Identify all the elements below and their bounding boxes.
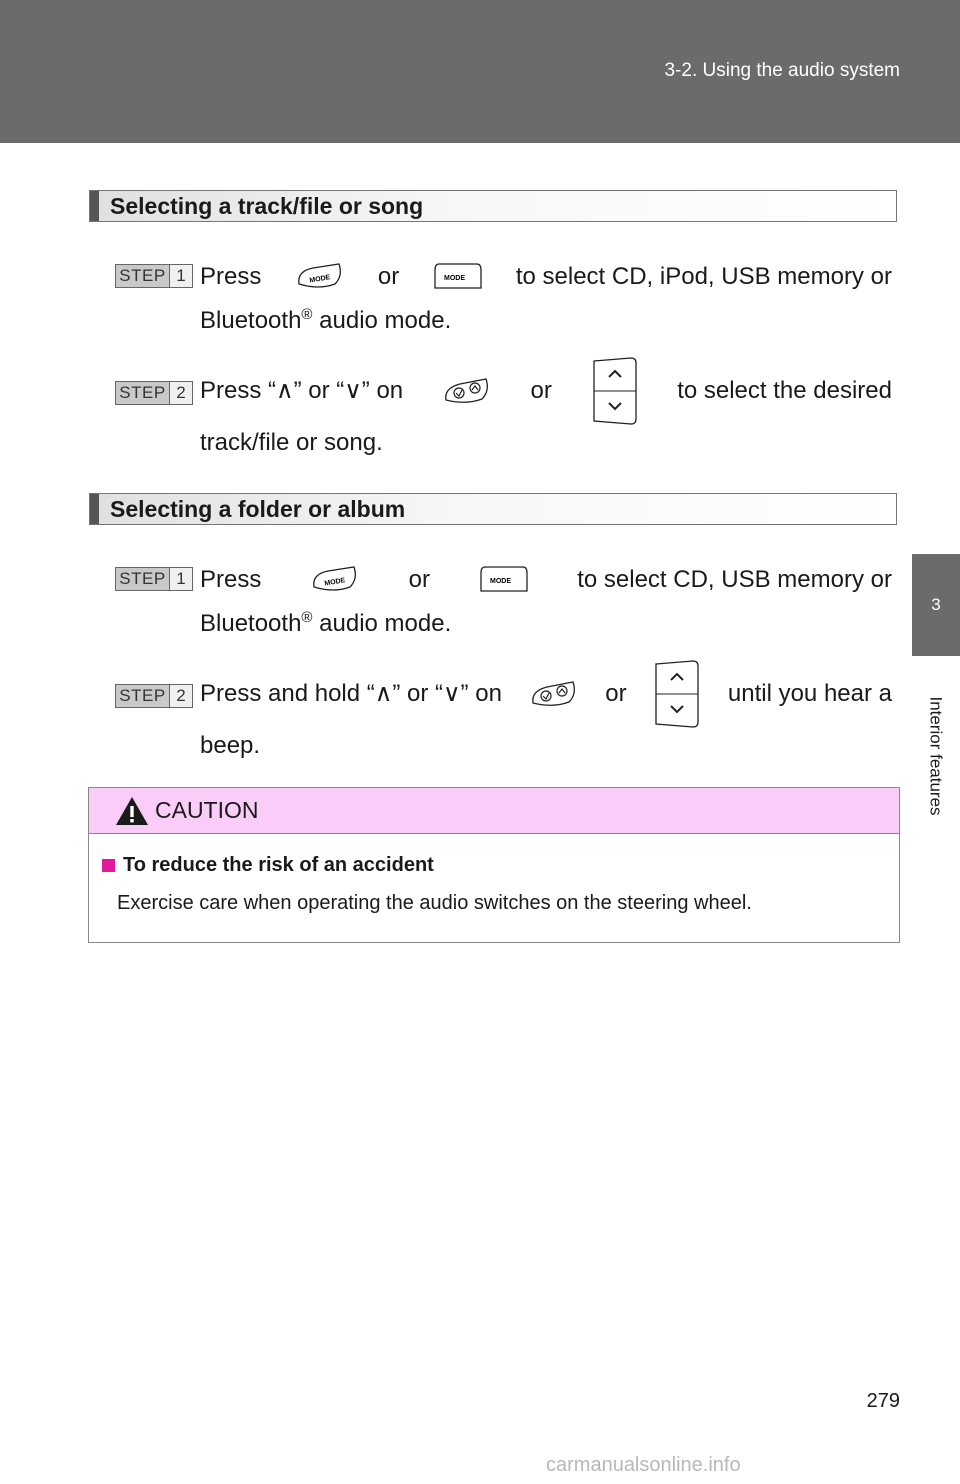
chapter-tab: 3 bbox=[912, 554, 960, 656]
step-word: STEP bbox=[119, 686, 166, 705]
watermark: carmanualsonline.info bbox=[546, 1454, 741, 1476]
step-text-lead: Press and hold “∧” or “∨” on bbox=[200, 680, 502, 707]
step-text-bluetooth: Bluetooth bbox=[200, 307, 302, 334]
step-line: Press MODE or MODE to select CD, iPod, U… bbox=[200, 262, 892, 292]
caution-header: CAUTION bbox=[89, 788, 899, 834]
svg-text:MODE: MODE bbox=[324, 577, 346, 588]
seek-switch-icon bbox=[444, 378, 488, 403]
step-line-2: track/file or song. bbox=[200, 428, 892, 458]
caution-title: CAUTION bbox=[155, 797, 259, 823]
step-text-rest: until you hear a bbox=[727, 680, 892, 707]
step-text-or: or bbox=[605, 680, 627, 707]
step-line: Press MODE or MODE to select CD, USB mem… bbox=[200, 565, 892, 595]
step-badge-2: STEP 2 bbox=[115, 684, 193, 708]
registered-mark: ® bbox=[301, 609, 313, 626]
step-text-press: Press bbox=[200, 566, 262, 593]
step-line: Press “∧” or “∨” on or to select the des… bbox=[200, 356, 892, 426]
step-line-2: Bluetooth® audio mode. bbox=[200, 609, 892, 639]
warning-triangle-icon bbox=[116, 796, 148, 825]
step-text-or: or bbox=[530, 377, 552, 404]
seek-switch-icon bbox=[531, 681, 575, 706]
step-number: 1 bbox=[169, 568, 192, 590]
step-text-press: Press bbox=[200, 263, 262, 290]
caution-body: Exercise care when operating the audio s… bbox=[117, 892, 752, 914]
svg-text:MODE: MODE bbox=[309, 274, 331, 285]
step-text-rest: to select the desired bbox=[677, 377, 892, 404]
registered-mark: ® bbox=[301, 306, 313, 323]
mode-button-icon: MODE bbox=[479, 566, 528, 592]
section-heading-track: Selecting a track/file or song bbox=[89, 190, 897, 222]
section-heading-text: Selecting a track/file or song bbox=[110, 192, 424, 219]
chapter-label-container: Interior features bbox=[912, 656, 960, 856]
step-badge-1: STEP 1 bbox=[115, 264, 193, 288]
mode-button-icon: MODE bbox=[313, 566, 356, 591]
step-line-2: beep. bbox=[200, 731, 892, 761]
caution-box: CAUTION To reduce the risk of an acciden… bbox=[88, 787, 900, 943]
step-number: 2 bbox=[169, 382, 192, 404]
step-text-audio-mode: audio mode. bbox=[312, 610, 452, 637]
step-word: STEP bbox=[119, 383, 166, 402]
step-number: 2 bbox=[169, 685, 192, 707]
step-word: STEP bbox=[119, 569, 166, 588]
up-down-switch-icon bbox=[655, 660, 699, 728]
caution-subheading: To reduce the risk of an accident bbox=[102, 854, 434, 877]
step-text-beep: beep. bbox=[200, 732, 261, 759]
page-number: 279 bbox=[866, 1390, 900, 1412]
svg-text:MODE: MODE bbox=[444, 275, 465, 282]
step-text-lead: Press “∧” or “∨” on bbox=[200, 377, 404, 404]
chapter-number: 3 bbox=[931, 595, 941, 614]
caution-subheading-text: To reduce the risk of an accident bbox=[123, 854, 434, 876]
section-heading-folder: Selecting a folder or album bbox=[89, 493, 897, 525]
step-number: 1 bbox=[169, 265, 192, 287]
step-text-rest: to select CD, USB memory or bbox=[577, 566, 892, 593]
step-text-rest: to select CD, iPod, USB memory or bbox=[515, 263, 892, 290]
header-title: 3-2. Using the audio system bbox=[664, 60, 900, 81]
step-line: Press and hold “∧” or “∨” on or until yo… bbox=[200, 659, 892, 729]
mode-button-icon: MODE bbox=[433, 263, 482, 289]
bullet-square-icon bbox=[102, 859, 115, 872]
up-down-switch-icon bbox=[592, 357, 637, 425]
step-badge-2: STEP 2 bbox=[115, 381, 193, 405]
svg-text:MODE: MODE bbox=[490, 578, 511, 585]
chapter-label: Interior features bbox=[927, 696, 946, 816]
step-line-2: Bluetooth® audio mode. bbox=[200, 306, 892, 336]
step-text-bluetooth: Bluetooth bbox=[200, 610, 302, 637]
step-text-or: or bbox=[408, 566, 430, 593]
page-header: 3-2. Using the audio system bbox=[0, 0, 960, 143]
step-word: STEP bbox=[119, 266, 166, 285]
step-badge-1: STEP 1 bbox=[115, 567, 193, 591]
step-text-audio-mode: audio mode. bbox=[312, 307, 452, 334]
step-text-or: or bbox=[377, 263, 400, 290]
step-text-track: track/file or song. bbox=[200, 429, 383, 456]
mode-button-icon: MODE bbox=[297, 263, 341, 288]
section-heading-text: Selecting a folder or album bbox=[110, 495, 406, 522]
